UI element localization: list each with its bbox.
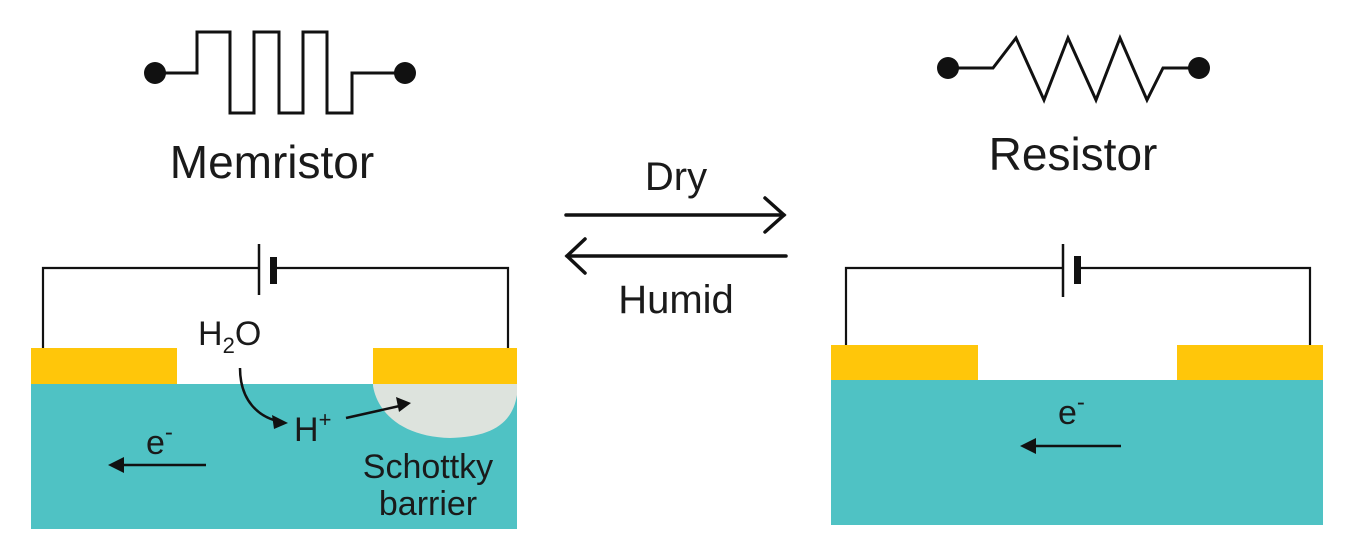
right-battery-icon [1061, 244, 1081, 297]
memristor-device: H2O H+ e- Schottky barrier [31, 244, 517, 529]
left-circuit-wire [41, 266, 259, 348]
resistor-device: e- [831, 244, 1323, 525]
humid-label: Humid [618, 278, 734, 322]
right-substrate [831, 380, 1323, 525]
water-label: H2O [198, 315, 261, 358]
memristor-title: Memristor [170, 136, 374, 188]
memristor-symbol [144, 30, 416, 115]
water-to-proton-arrowhead [272, 415, 288, 429]
dry-label: Dry [645, 155, 707, 199]
left-electrode-2 [373, 348, 517, 384]
proton-to-barrier-arrow [345, 403, 405, 420]
left-circuit-wire-right [274, 266, 510, 348]
resistor-title: Resistor [989, 128, 1158, 180]
left-battery-icon [257, 244, 277, 295]
resistor-zigzag [948, 34, 1199, 104]
barrier-label-line1: Schottky [363, 448, 493, 486]
right-electron-label: e- [1058, 389, 1085, 432]
proton-label: H+ [294, 407, 331, 449]
right-circuit-wire [844, 266, 1063, 345]
forward-arrow [564, 196, 787, 234]
left-electrode-1 [31, 348, 177, 384]
right-electrode-1 [831, 345, 978, 380]
left-electron-arrowhead [108, 457, 124, 473]
proton-to-barrier-arrowhead [396, 397, 411, 412]
barrier-label-line2: barrier [379, 485, 477, 523]
right-electron-arrowhead [1020, 438, 1036, 454]
left-electron-label: e- [146, 419, 173, 462]
reverse-arrow [564, 237, 788, 275]
schottky-barrier-region [373, 384, 517, 438]
right-electrode-2 [1177, 345, 1323, 380]
resistor-symbol [937, 34, 1210, 104]
right-circuit-wire-right [1078, 266, 1312, 345]
memristor-zigzag [155, 30, 405, 115]
